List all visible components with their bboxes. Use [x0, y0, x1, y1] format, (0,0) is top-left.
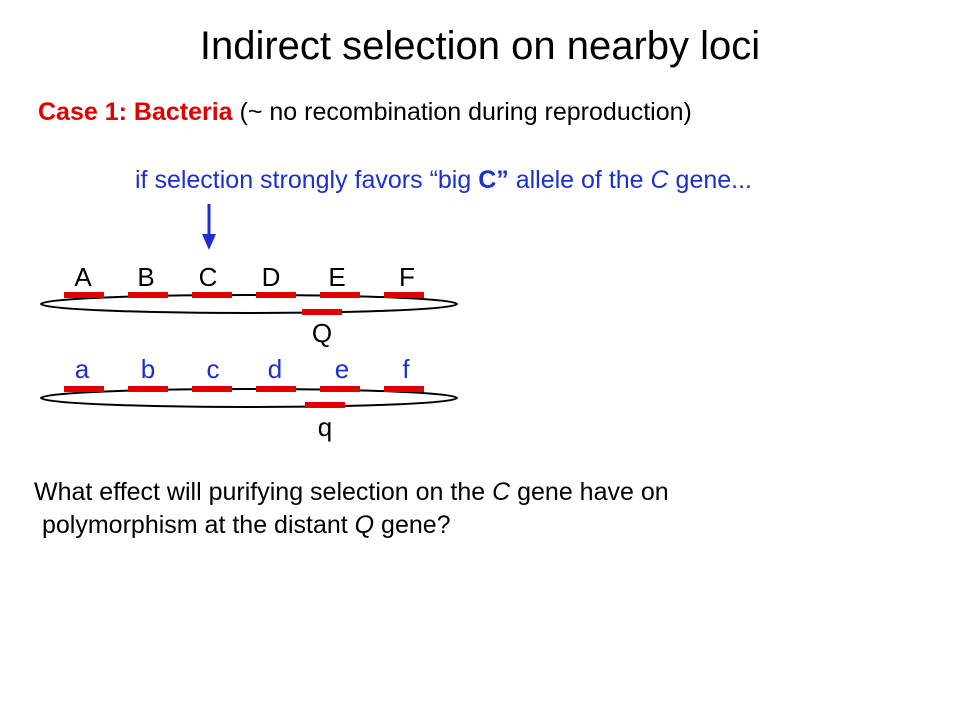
- gene-bar-Q: [302, 309, 342, 315]
- locus-label-B: B: [137, 262, 154, 292]
- gene-bar-e: [320, 386, 360, 392]
- chromosome-top: [40, 294, 458, 314]
- condition-text-bold: C”: [478, 166, 509, 194]
- gene-bar-b: [128, 386, 168, 392]
- question-line-1: What effect will purifying selection on …: [34, 478, 669, 506]
- locus-label-d: d: [268, 354, 282, 384]
- locus-label-e: e: [335, 354, 349, 384]
- question-l2-a: polymorphism at the distant: [42, 511, 355, 539]
- locus-label-D: D: [262, 262, 281, 292]
- locus-label-F: F: [399, 262, 415, 292]
- slide-title: Indirect selection on nearby loci: [199, 24, 761, 68]
- locus-label-b: b: [141, 354, 155, 384]
- question-l2-c: gene?: [374, 511, 451, 539]
- locus-label-A: A: [74, 262, 92, 292]
- locus-label-E: E: [328, 262, 345, 292]
- condition-text-mid: allele of the: [508, 166, 651, 194]
- gene-bar-f: [384, 386, 424, 392]
- question-l2-gene: Q: [354, 511, 375, 539]
- case-label: Case 1: Bacteria: [38, 98, 233, 126]
- discussion-question: What effect will purifying selection on …: [34, 476, 669, 542]
- question-l1-c: gene have on: [510, 478, 669, 506]
- question-line-2: polymorphism at the distant Q gene?: [34, 509, 669, 542]
- case-note: (~ no recombination during reproduction): [232, 98, 692, 126]
- selection-arrow-icon: [202, 234, 216, 250]
- gene-bar-F: [384, 292, 424, 298]
- gene-bar-C: [192, 292, 232, 298]
- question-l1-gene: C: [492, 478, 511, 506]
- condition-text-italic: C: [650, 166, 669, 194]
- case-heading: Case 1: Bacteria (~ no recombination dur…: [38, 96, 692, 128]
- locus-label-C: C: [199, 262, 218, 292]
- locus-label-c: c: [207, 354, 220, 384]
- selection-condition: if selection strongly favors “big C” all…: [135, 164, 752, 196]
- gene-bar-E: [320, 292, 360, 298]
- question-l1-a: What effect will purifying selection on …: [34, 478, 493, 506]
- locus-label-a: a: [75, 354, 90, 384]
- condition-text-post: gene...: [668, 166, 752, 194]
- locus-label-q: q: [318, 412, 332, 442]
- gene-bar-q: [305, 402, 345, 408]
- locus-label-Q: Q: [312, 318, 332, 348]
- gene-bar-a: [64, 386, 104, 392]
- gene-bar-d: [256, 386, 296, 392]
- gene-bar-A: [64, 292, 104, 298]
- gene-bar-B: [128, 292, 168, 298]
- gene-bar-c: [192, 386, 232, 392]
- condition-text-pre: if selection strongly favors “big: [135, 166, 479, 194]
- chromosome-bottom: [40, 388, 458, 408]
- gene-bar-D: [256, 292, 296, 298]
- locus-label-f: f: [402, 354, 410, 384]
